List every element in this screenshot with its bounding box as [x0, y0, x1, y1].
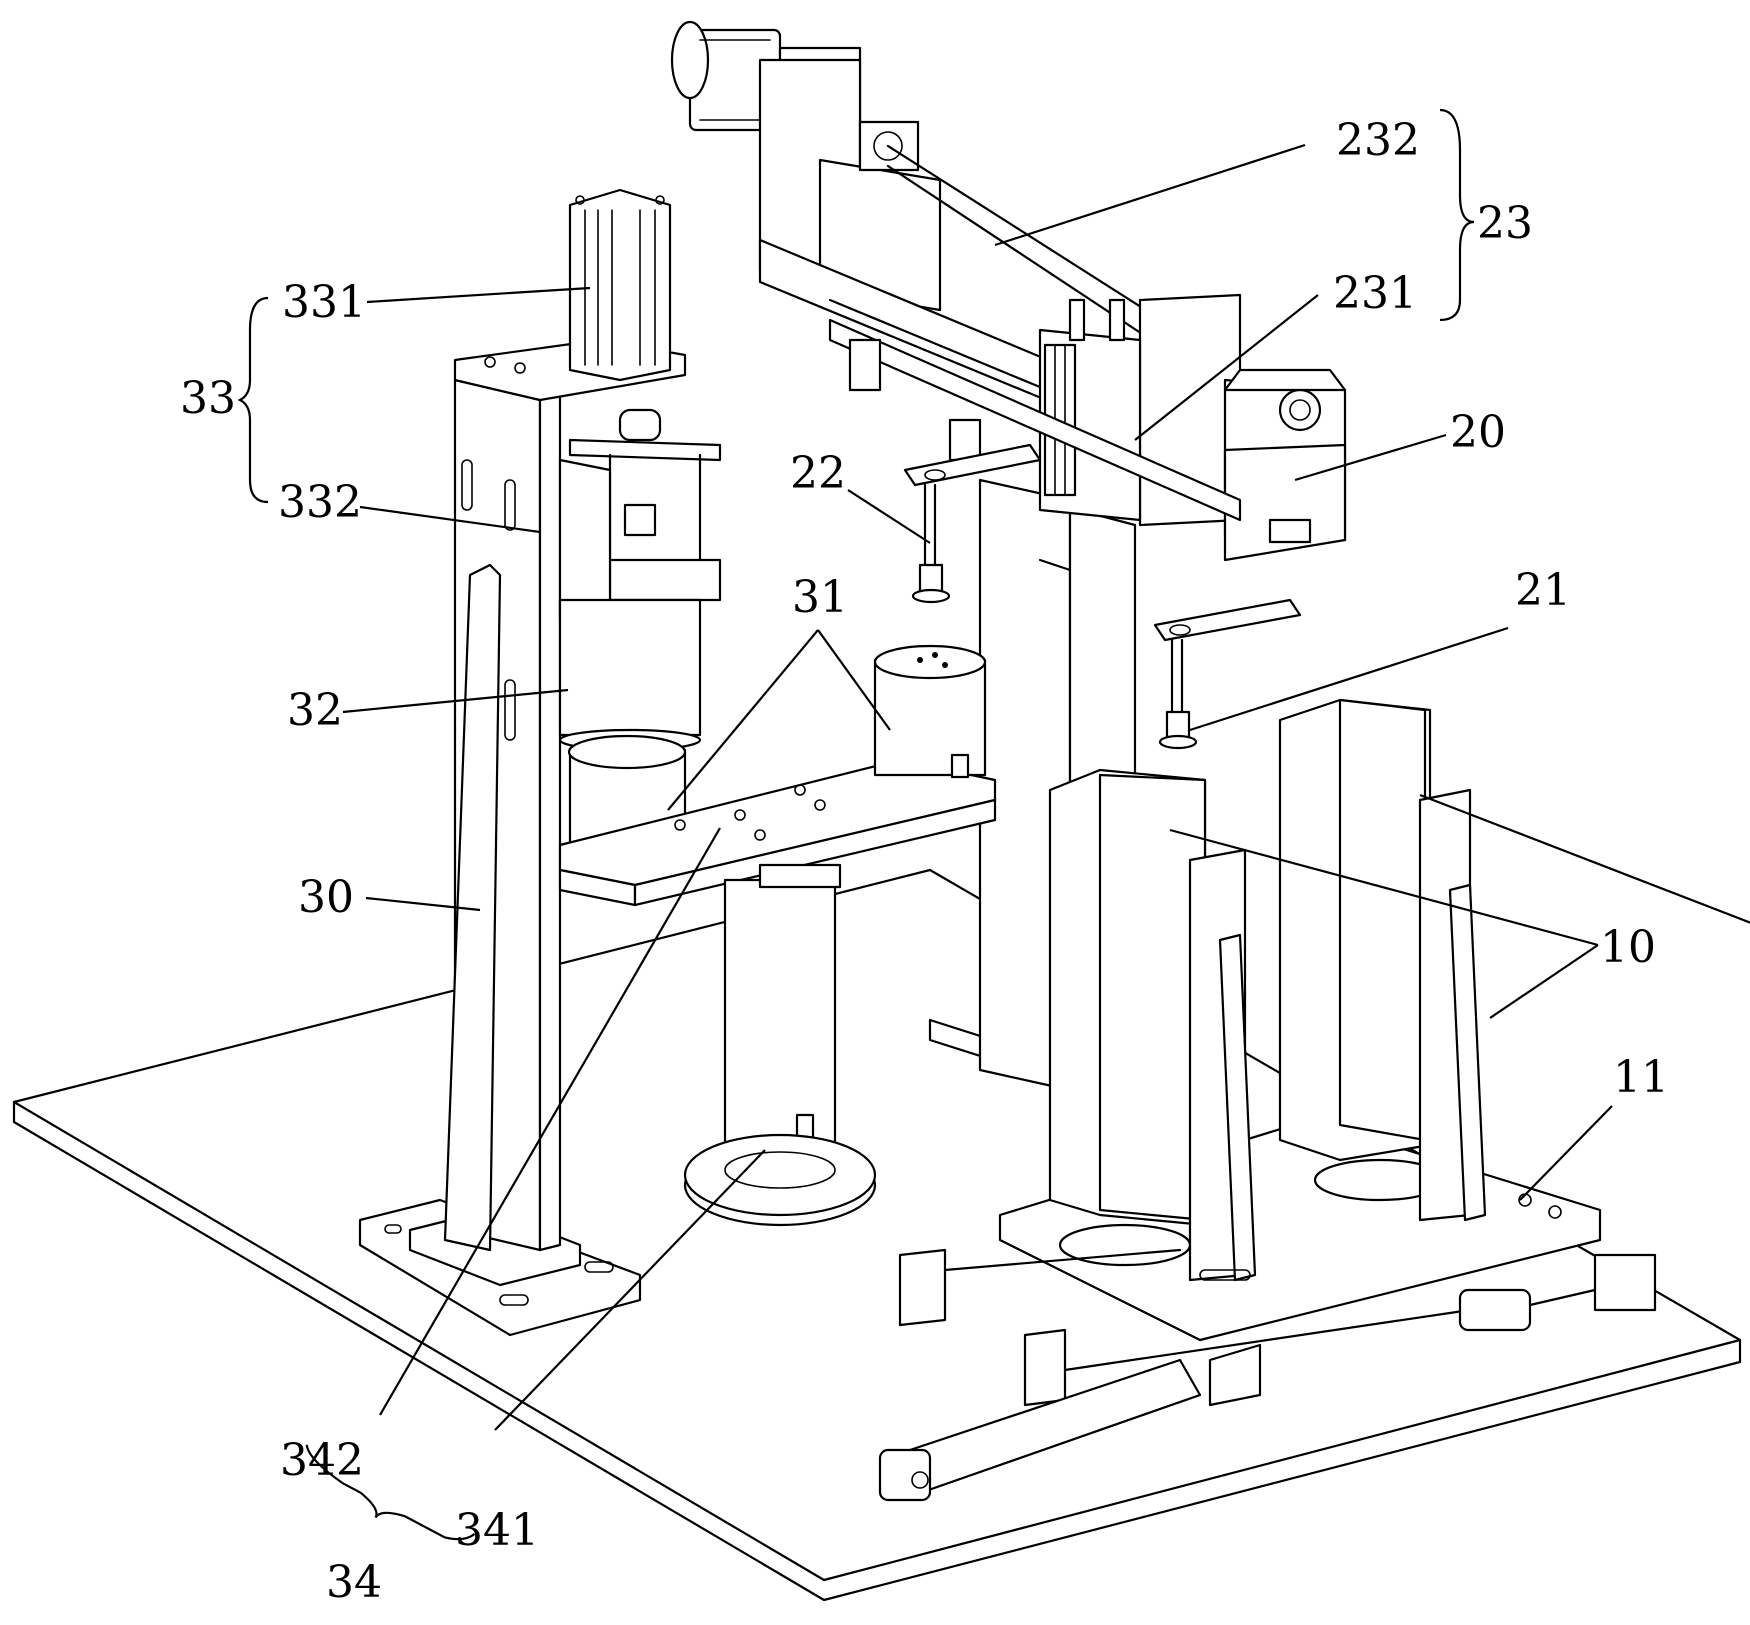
- callout-10: 10: [1600, 922, 1656, 973]
- callout-341: 341: [455, 1505, 539, 1556]
- bin-front: [1050, 770, 1255, 1280]
- callout-231: 231: [1333, 268, 1417, 319]
- callout-23: 23: [1477, 198, 1533, 249]
- callout-11: 11: [1613, 1052, 1669, 1103]
- callout-32: 32: [287, 685, 343, 736]
- callout-342: 342: [280, 1435, 364, 1486]
- press-frame: [560, 410, 720, 630]
- bin-back: [1280, 700, 1485, 1220]
- top-cylinder: [570, 190, 670, 380]
- linear-module: [672, 22, 1345, 560]
- callout-33: 33: [180, 373, 236, 424]
- callout-34: 34: [326, 1557, 382, 1608]
- callout-331: 331: [282, 277, 366, 328]
- callout-31: 31: [792, 572, 848, 623]
- suction-arm-lower: [1155, 600, 1300, 748]
- callout-22: 22: [790, 448, 846, 499]
- callout-20: 20: [1450, 407, 1506, 458]
- callout-232: 232: [1336, 115, 1420, 166]
- callout-21: 21: [1515, 565, 1571, 616]
- callout-30: 30: [298, 872, 354, 923]
- callout-332: 332: [278, 477, 362, 528]
